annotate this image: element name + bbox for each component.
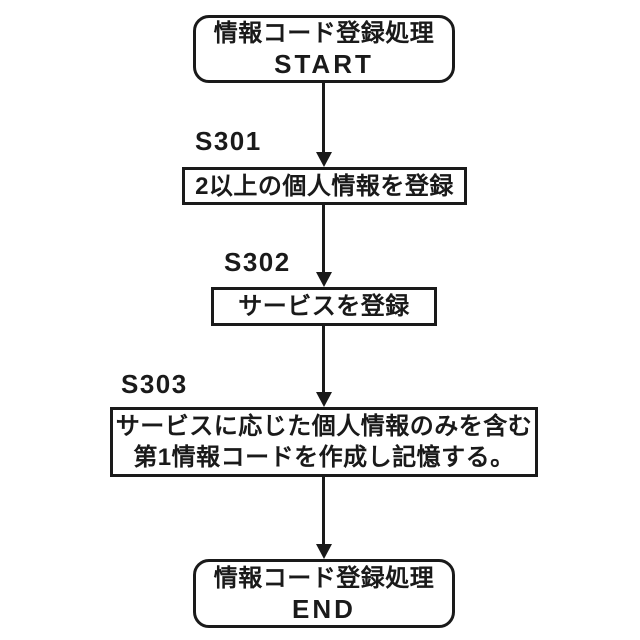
node-s301-text: 2以上の個人情報を登録 bbox=[195, 172, 454, 200]
node-s302: サービスを登録 bbox=[211, 287, 437, 326]
arrowhead-icon bbox=[316, 392, 332, 407]
arrowhead-icon bbox=[316, 272, 332, 287]
node-s303-text-line1: サービスに応じた個人情報のみを含む bbox=[115, 413, 533, 440]
arrow-line-start-to-s301 bbox=[322, 83, 325, 152]
node-s301: 2以上の個人情報を登録 bbox=[182, 167, 467, 205]
step-label-s301: S301 bbox=[195, 126, 262, 156]
step-label-s302: S302 bbox=[224, 247, 291, 277]
node-end: 情報コード登録処理 END bbox=[193, 559, 455, 628]
node-start-keyword: START bbox=[274, 49, 374, 79]
arrow-line-s302-to-s303 bbox=[322, 326, 325, 393]
node-s303: サービスに応じた個人情報のみを含む 第1情報コードを作成し記憶する。 bbox=[110, 407, 538, 477]
node-end-title: 情報コード登録処理 bbox=[213, 564, 435, 592]
node-end-keyword: END bbox=[292, 593, 356, 624]
arrowhead-icon bbox=[316, 544, 332, 559]
node-s303-text-line2: 第1情報コードを作成し記憶する。 bbox=[133, 444, 515, 471]
step-label-s303: S303 bbox=[121, 369, 188, 399]
arrow-line-s301-to-s302 bbox=[322, 205, 325, 273]
node-s302-text: サービスを登録 bbox=[238, 293, 410, 320]
node-start: 情報コード登録処理 START bbox=[193, 15, 455, 83]
arrow-line-s303-to-end bbox=[322, 477, 325, 545]
node-start-title: 情報コード登録処理 bbox=[213, 20, 435, 47]
arrowhead-icon bbox=[316, 152, 332, 167]
